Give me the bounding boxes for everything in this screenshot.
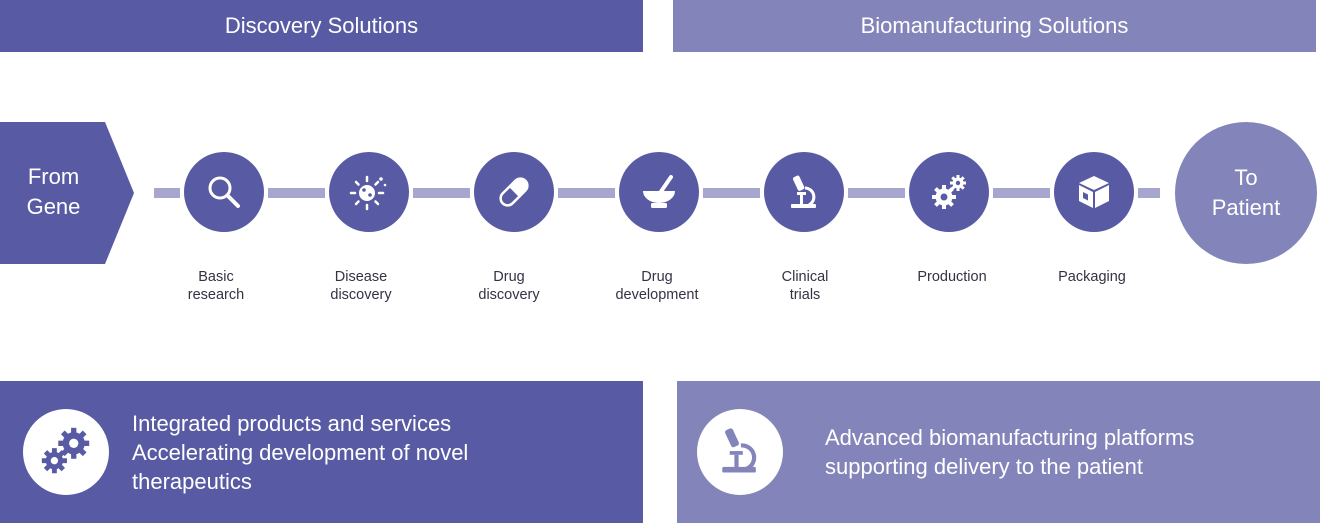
connector (413, 188, 470, 198)
to-patient-label: To Patient (1211, 165, 1281, 220)
connector (558, 188, 615, 198)
connector (993, 188, 1050, 198)
connector (848, 188, 905, 198)
connector (154, 188, 180, 198)
step-packaging (1054, 152, 1134, 232)
biomanufacturing-solutions-title: Biomanufacturing Solutions (860, 13, 1129, 38)
microscope-icon (722, 428, 757, 473)
step-label-disease-discovery: Disease discovery (330, 269, 392, 303)
biomanufacturing-panel-text: Advanced biomanufacturing platforms supp… (825, 425, 1195, 479)
mortar-pestle-icon (643, 175, 675, 208)
discovery-solutions-banner: Discovery Solutions (0, 0, 643, 52)
step-label-production: Production (917, 269, 987, 285)
discovery-panel-text: Integrated products and services Acceler… (132, 410, 469, 494)
step-drug-development (619, 152, 699, 232)
step-label-basic-research: Basic research (187, 269, 245, 303)
step-drug-discovery (474, 152, 554, 232)
from-gene-arrow (0, 122, 134, 264)
package-box-icon (1079, 176, 1109, 208)
pill-icon (499, 177, 529, 207)
step-label-packaging: Packaging (1058, 269, 1126, 285)
step-label-clinical-trials: Clinical trials (781, 269, 829, 303)
connector (1138, 188, 1160, 198)
step-label-drug-discovery: Drug discovery (478, 269, 540, 303)
panel-icon-circle (23, 409, 109, 495)
panel-icon-circle (697, 409, 783, 495)
to-patient-circle: To Patient (1175, 122, 1317, 264)
gears-icon (932, 175, 966, 209)
gears-icon (41, 427, 90, 474)
connector (268, 188, 325, 198)
from-gene-label: From Gene (26, 164, 81, 219)
step-clinical-trials (764, 152, 844, 232)
step-disease-discovery (329, 152, 409, 232)
virus-icon (349, 175, 387, 211)
microscope-icon (791, 175, 816, 208)
biomanufacturing-solutions-banner: Biomanufacturing Solutions (673, 0, 1316, 52)
connector (703, 188, 760, 198)
step-label-drug-development: Drug development (615, 269, 699, 303)
discovery-panel: Integrated products and services Acceler… (0, 381, 643, 523)
step-production (909, 152, 989, 232)
discovery-solutions-title: Discovery Solutions (224, 13, 419, 38)
biomanufacturing-panel: Advanced biomanufacturing platforms supp… (677, 381, 1320, 523)
magnifier-icon (208, 176, 240, 208)
step-basic-research (184, 152, 264, 232)
